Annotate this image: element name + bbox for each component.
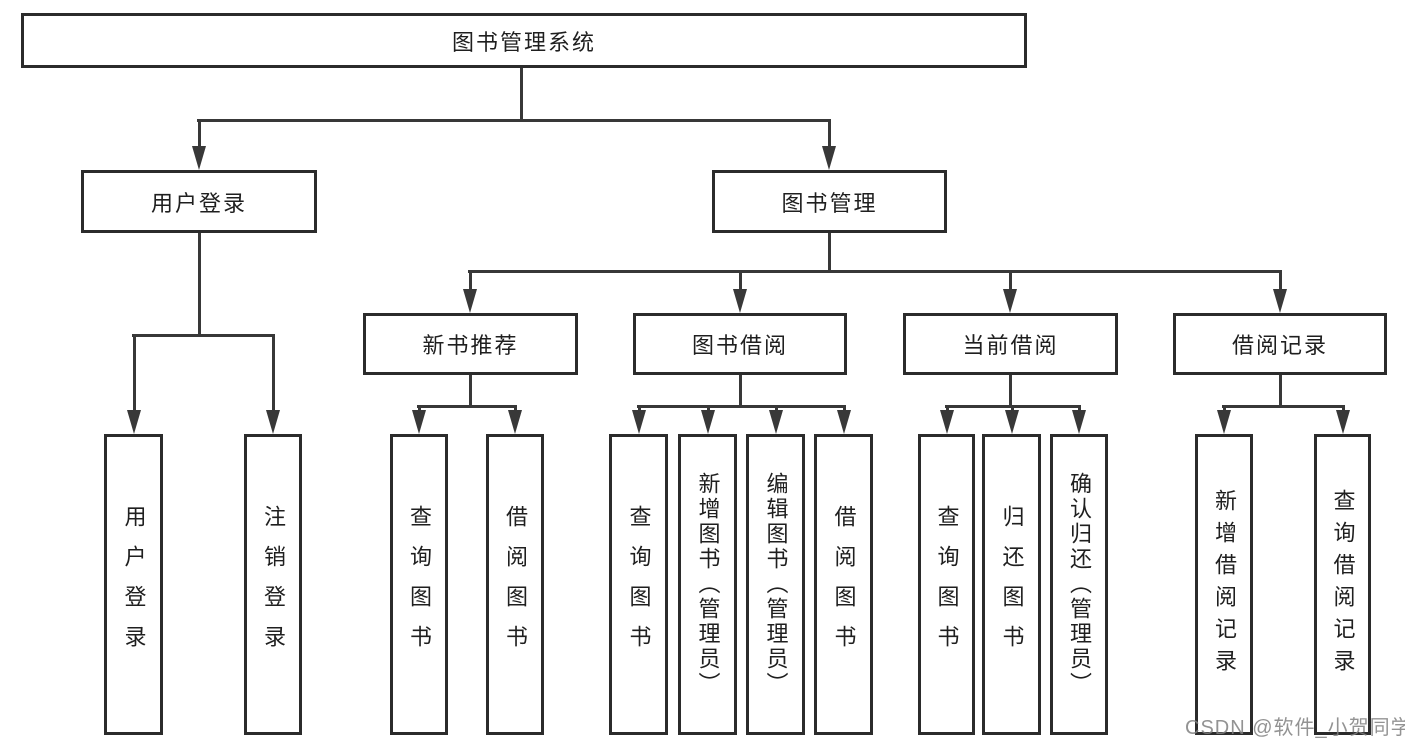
node-bb-borrow-books: 借阅图书 bbox=[814, 434, 873, 735]
arrowhead-leaf-user-login-icon bbox=[127, 410, 141, 434]
connector-book-borrow-branch bbox=[637, 405, 846, 408]
arrowhead-br-add-icon bbox=[1217, 410, 1231, 434]
arrowhead-leaf-logout-icon bbox=[266, 410, 280, 434]
node-cb-query-books-label: 查询图书 bbox=[934, 504, 960, 665]
node-borrow-records-label: 借阅记录 bbox=[1231, 333, 1328, 358]
node-br-query-record-label: 查询借阅记录 bbox=[1330, 488, 1356, 681]
node-bb-edit-books-admin-label: 编辑图书（管理员） bbox=[763, 472, 789, 697]
node-br-add-record: 新增借阅记录 bbox=[1195, 434, 1253, 735]
connector-borrow-records-branch bbox=[1222, 405, 1345, 408]
arrowhead-book-management-icon bbox=[822, 146, 836, 170]
connector-new-book-drop bbox=[469, 271, 472, 291]
connector-leaf-user-login-drop bbox=[133, 335, 136, 412]
arrowhead-borrow-records-icon bbox=[1273, 289, 1287, 313]
connector-cb-query-drop bbox=[946, 406, 949, 412]
node-bb-query-books-label: 查询图书 bbox=[626, 504, 652, 665]
arrowhead-bb-query-icon bbox=[632, 410, 646, 434]
connector-br-add-drop bbox=[1223, 406, 1226, 412]
node-book-management-label: 图书管理 bbox=[781, 190, 878, 216]
node-nb-borrow-books-label: 借阅图书 bbox=[503, 504, 528, 665]
connector-current-borrow-drop bbox=[1009, 271, 1012, 291]
arrowhead-bb-borrow-icon bbox=[837, 410, 851, 434]
node-cb-return-books: 归还图书 bbox=[982, 434, 1041, 735]
node-user-login: 用户登录 bbox=[81, 170, 317, 233]
node-leaf-user-login-label: 用户登录 bbox=[121, 504, 147, 665]
node-root: 图书管理系统 bbox=[21, 13, 1027, 68]
node-br-add-record-label: 新增借阅记录 bbox=[1212, 488, 1237, 681]
connector-current-borrow-stem bbox=[1009, 375, 1012, 406]
node-bb-add-books-admin-label: 新增图书（管理员） bbox=[695, 472, 721, 697]
node-bb-query-books: 查询图书 bbox=[609, 434, 668, 735]
node-root-label: 图书管理系统 bbox=[451, 29, 596, 55]
connector-borrow-records-stem bbox=[1279, 375, 1282, 406]
connector-bb-query-drop bbox=[638, 406, 641, 412]
arrowhead-user-login-icon bbox=[192, 146, 206, 170]
connector-book-management-drop bbox=[828, 120, 831, 148]
node-new-book-recommend-label: 新书推荐 bbox=[422, 333, 519, 358]
node-leaf-logout: 注销登录 bbox=[244, 434, 302, 735]
connector-bb-edit-drop bbox=[775, 406, 778, 412]
node-br-query-record: 查询借阅记录 bbox=[1314, 434, 1371, 735]
arrowhead-br-query-icon bbox=[1336, 410, 1350, 434]
node-user-login-label: 用户登录 bbox=[150, 190, 247, 216]
node-cb-query-books: 查询图书 bbox=[918, 434, 975, 735]
connector-nb-borrow-drop bbox=[514, 406, 517, 412]
connector-new-book-stem bbox=[469, 375, 472, 406]
node-cb-confirm-return-admin-label: 确认归还（管理员） bbox=[1067, 472, 1092, 697]
node-book-borrow: 图书借阅 bbox=[633, 313, 847, 375]
arrowhead-current-borrow-icon bbox=[1003, 289, 1017, 313]
node-borrow-records: 借阅记录 bbox=[1173, 313, 1387, 375]
connector-cb-return-drop bbox=[1011, 406, 1014, 412]
watermark: CSDN @软件_小贺同学 bbox=[1185, 717, 1405, 739]
arrowhead-cb-return-icon bbox=[1005, 410, 1019, 434]
node-leaf-user-login: 用户登录 bbox=[104, 434, 163, 735]
connector-user-login-branch bbox=[132, 334, 275, 337]
node-bb-borrow-books-label: 借阅图书 bbox=[831, 504, 857, 665]
connector-user-login-drop bbox=[198, 120, 201, 148]
arrowhead-cb-confirm-icon bbox=[1072, 410, 1086, 434]
connector-nb-query-drop bbox=[418, 406, 421, 412]
node-cb-return-books-label: 归还图书 bbox=[999, 504, 1025, 665]
connector-leaf-logout-drop bbox=[272, 335, 275, 412]
arrowhead-bb-edit-icon bbox=[769, 410, 783, 434]
node-current-borrow-label: 当前借阅 bbox=[962, 333, 1059, 358]
connector-new-book-branch bbox=[417, 405, 517, 408]
node-new-book-recommend: 新书推荐 bbox=[363, 313, 578, 375]
connector-book-management-stem bbox=[828, 233, 831, 271]
arrowhead-new-book-icon bbox=[463, 289, 477, 313]
connector-book-borrow-stem bbox=[739, 375, 742, 406]
arrowhead-nb-query-icon bbox=[412, 410, 426, 434]
node-nb-query-books-label: 查询图书 bbox=[407, 504, 432, 665]
node-nb-borrow-books: 借阅图书 bbox=[486, 434, 544, 735]
connector-bb-add-drop bbox=[707, 406, 710, 412]
node-book-borrow-label: 图书借阅 bbox=[691, 333, 788, 358]
connector-br-query-drop bbox=[1342, 406, 1345, 412]
node-nb-query-books: 查询图书 bbox=[390, 434, 448, 735]
node-current-borrow: 当前借阅 bbox=[903, 313, 1118, 375]
node-bb-edit-books-admin: 编辑图书（管理员） bbox=[746, 434, 805, 735]
arrowhead-cb-query-icon bbox=[940, 410, 954, 434]
node-cb-confirm-return-admin: 确认归还（管理员） bbox=[1050, 434, 1108, 735]
arrowhead-nb-borrow-icon bbox=[508, 410, 522, 434]
connector-borrow-records-drop bbox=[1279, 271, 1282, 291]
connector-book-borrow-drop bbox=[739, 271, 742, 291]
node-leaf-logout-label: 注销登录 bbox=[261, 504, 286, 665]
connector-user-login-stem bbox=[198, 233, 201, 335]
node-book-management: 图书管理 bbox=[712, 170, 947, 233]
connector-level2-branch bbox=[468, 270, 1282, 273]
connector-cb-confirm-drop bbox=[1078, 406, 1081, 412]
arrowhead-book-borrow-icon bbox=[733, 289, 747, 313]
node-bb-add-books-admin: 新增图书（管理员） bbox=[678, 434, 737, 735]
connector-root-stem bbox=[520, 68, 523, 120]
connector-level1-branch bbox=[197, 119, 831, 122]
connector-bb-borrow-drop bbox=[843, 406, 846, 412]
arrowhead-bb-add-icon bbox=[701, 410, 715, 434]
